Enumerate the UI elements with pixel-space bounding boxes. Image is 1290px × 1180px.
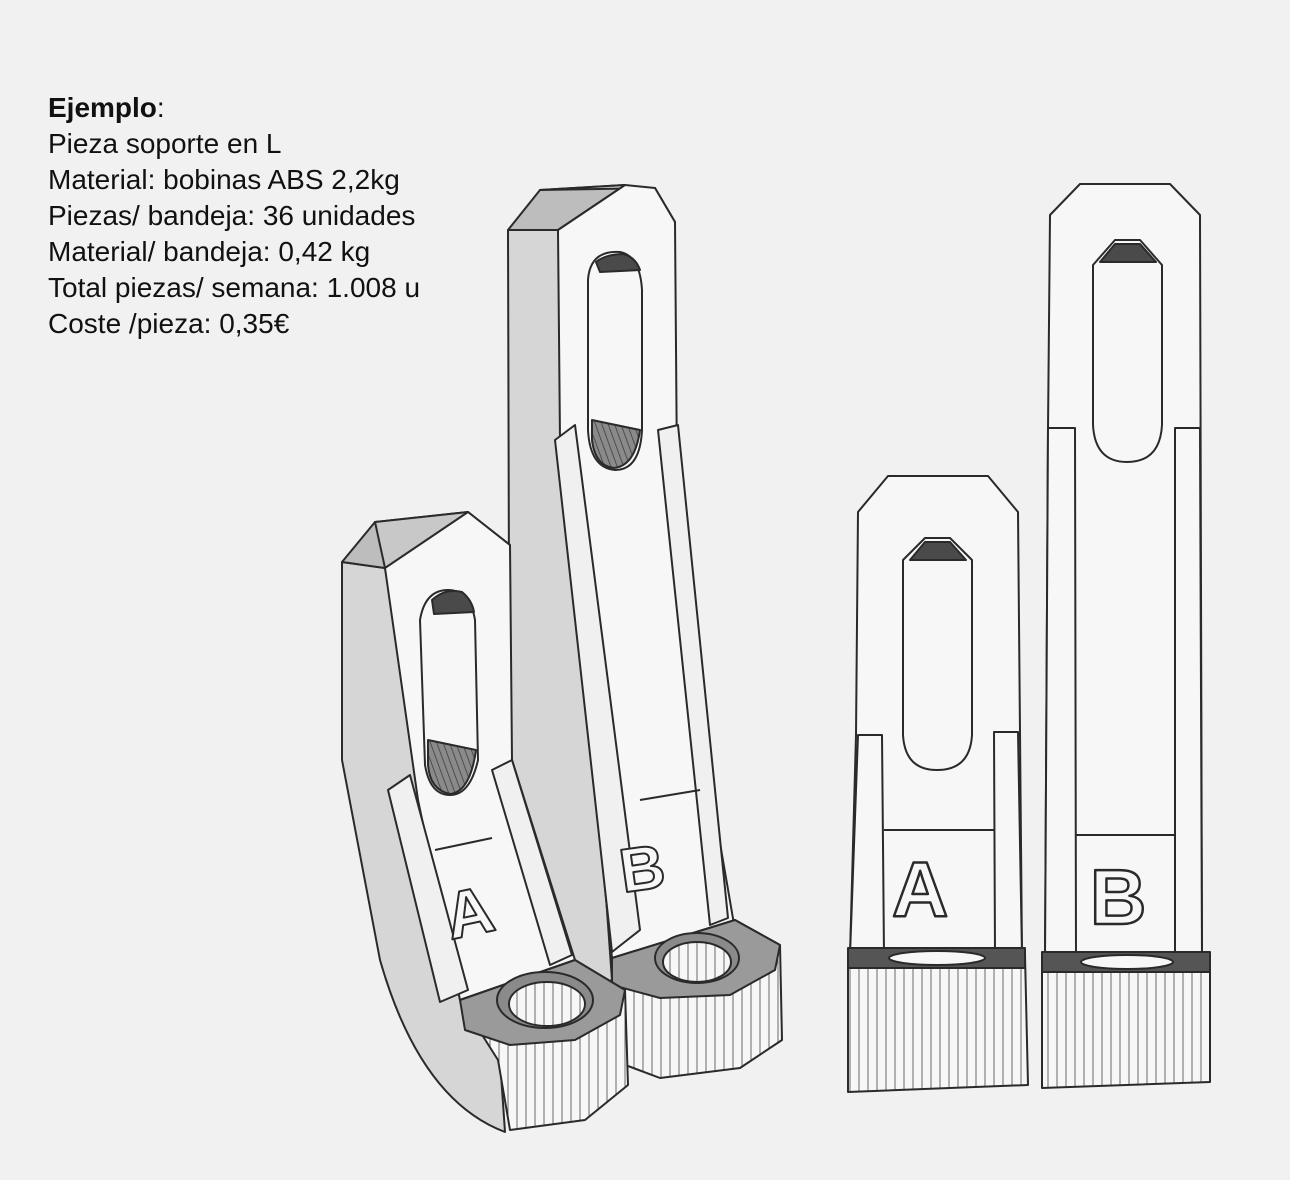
info-line-piece: Pieza soporte en L <box>48 128 282 159</box>
part-b-perspective-label: B <box>615 832 669 907</box>
part-a-perspective: A <box>341 511 629 1133</box>
example-title: Ejemplo: <box>48 92 165 123</box>
info-line-pieces-per-tray: Piezas/ bandeja: 36 unidades <box>48 200 416 231</box>
part-b-front: B <box>1041 183 1211 1089</box>
part-a-front-label: A <box>892 845 948 933</box>
example-description: Ejemplo: Pieza soporte en L Material: bo… <box>48 90 420 342</box>
info-line-total-per-week: Total piezas/ semana: 1.008 u <box>48 272 421 303</box>
info-line-material-per-tray: Material/ bandeja: 0,42 kg <box>48 236 371 267</box>
part-b-front-label: B <box>1090 853 1146 941</box>
info-line-material: Material: bobinas ABS 2,2kg <box>48 164 400 195</box>
part-a-front: A <box>847 475 1029 1093</box>
info-line-cost-per-piece: Coste /pieza: 0,35€ <box>48 308 290 339</box>
